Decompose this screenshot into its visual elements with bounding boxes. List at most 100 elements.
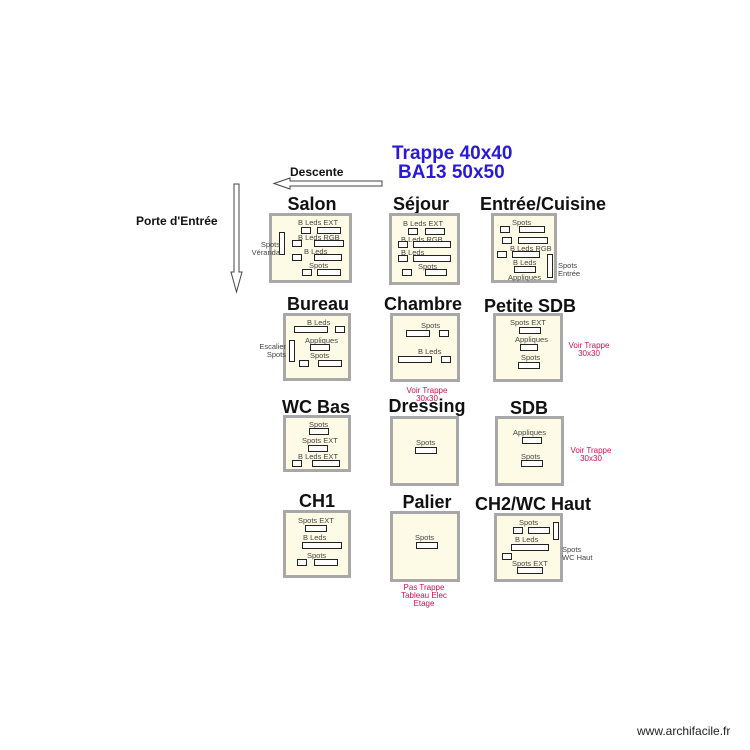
ch2-vertical-box [553,522,559,540]
sejour-switch [398,241,408,248]
room-title-dressing: Dressing [388,396,466,416]
ch2-value-box [511,544,549,551]
trappe-title: Trappe 40x40 [392,143,513,164]
petite-sdb-label-spots: Spots [521,353,541,362]
sdb-label-spots: Spots [521,452,541,461]
dressing-value-box [415,447,437,454]
room-entree-cuisine: Spots B Leds RGB B Leds Appliques [491,213,557,283]
entree-value-box [519,226,545,233]
wc-bas-label-spots-ext: Spots EXT [302,436,338,445]
sejour-value-box [425,228,445,235]
entree-value-box [514,266,536,273]
entree-value-box [512,251,540,258]
room-palier: Spots [390,511,460,582]
ch2-label-spots: Spots [519,518,539,527]
room-title-palier: Palier [402,492,452,512]
room-ch2-wc-haut: Spots B Leds Spots EXT [494,513,563,582]
room-title-petite-sdb: Petite SDB [483,296,577,316]
ch2-value-box [517,567,543,574]
petite-sdb-label-spots-ext: Spots EXT [510,318,546,327]
chambre-label-spots: Spots [421,321,441,330]
petite-sdb-value-box [519,327,541,334]
sdb-label-appliques: Appliques [513,428,546,437]
salon-switch [292,240,302,247]
ch1-value-box [302,542,342,549]
palier-value-box [416,542,438,549]
entree-label-bleds-rgb: B Leds RGB [510,244,552,253]
room-chambre: Spots B Leds [390,313,460,382]
bureau-side-label: Escalier Spots [259,342,286,359]
sejour-label-bleds-rgb: B Leds RGB [401,235,443,244]
salon-value-box [314,254,342,261]
salon-label-bleds: B Leds [304,247,328,256]
salon-switch [292,254,302,261]
bureau-switch [299,360,309,367]
wc-bas-value-box [309,428,329,435]
sejour-label-bleds-ext: B Leds EXT [403,219,444,228]
sejour-label-bleds: B Leds [401,248,425,257]
sdb-value-box [522,437,542,444]
room-bureau: B Leds Appliques Spots [283,313,351,381]
chambre-switch [441,356,451,363]
wc-bas-switch [292,460,302,467]
sejour-switch [402,269,412,276]
room-salon: B Leds EXT B Leds RGB B Leds Spots [269,213,352,283]
bureau-value-box [318,360,342,367]
room-title-sejour: Séjour [392,194,450,214]
ch1-value-box [305,525,327,532]
room-title-salon: Salon [287,194,337,214]
palier-label-spots: Spots [415,533,435,542]
ba13-title: BA13 50x50 [398,162,505,183]
chambre-value-box [398,356,432,363]
entree-side-label: Spots Entrée [558,261,581,278]
sejour-label-spots: Spots [418,262,438,271]
room-title-ch1: CH1 [298,491,336,511]
room-title-entree-cuisine: Entrée/Cuisine [479,194,607,214]
ch1-label-spots-ext: Spots EXT [298,516,334,525]
sdb-value-box [521,460,543,467]
wc-bas-value-box [312,460,340,467]
bureau-value-box [294,326,328,333]
bureau-switch [335,326,345,333]
entree-switch [497,251,507,258]
ch2-switch [502,553,512,560]
chambre-label-bleds: B Leds [418,347,442,356]
room-dressing: Spots [390,416,459,486]
petite-sdb-value-box [520,344,538,351]
room-petite-sdb: Spots EXT Appliques Spots [493,313,563,382]
salon-label-bleds-rgb: B Leds RGB [298,233,340,242]
petite-sdb-note: Voir Trappe 30x30 [568,341,610,358]
salon-switch [302,269,312,276]
entree-switch [502,237,512,244]
chambre-note: Voir Trappe 30x30 [406,386,448,403]
porte-entree-label: Porte d'Entrée [136,214,218,228]
bureau-label-bleds: B Leds [307,318,331,327]
room-sejour: B Leds EXT B Leds RGB B Leds Spots [389,213,460,285]
room-sdb: Appliques Spots [495,416,564,486]
salon-value-box [317,269,341,276]
ch1-value-box [314,559,338,566]
bureau-value-box [310,344,330,351]
porte-entree-arrow-icon [230,183,243,294]
sejour-value-box [425,269,447,276]
bureau-vertical-box [289,340,295,362]
wc-bas-label-spots: Spots [309,420,329,429]
entree-label-appliques: Appliques [508,273,541,282]
room-title-ch2-wc-haut: CH2/WC Haut [475,494,591,514]
sejour-switch [398,255,408,262]
descente-label: Descente [290,165,344,179]
salon-vertical-box [279,232,285,255]
wc-bas-value-box [308,445,328,452]
bureau-label-spots: Spots [310,351,330,360]
room-ch1: Spots EXT B Leds Spots [283,510,351,578]
entree-value-box [518,237,548,244]
room-title-bureau: Bureau [286,294,350,314]
sejour-value-box [413,241,451,248]
room-wc-bas: Spots Spots EXT B Leds EXT [283,415,351,472]
entree-label-bleds: B Leds [513,258,537,267]
ch1-label-spots: Spots [307,551,327,560]
ch1-label-bleds: B Leds [303,533,327,542]
sejour-value-box [413,255,451,262]
entree-switch [500,226,510,233]
